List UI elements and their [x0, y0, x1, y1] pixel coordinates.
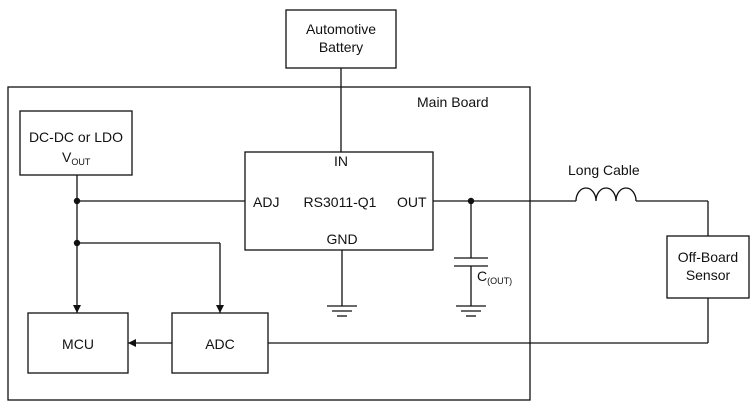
cap-ground-symbol	[456, 305, 486, 317]
battery-label-line2: Battery	[319, 39, 363, 55]
ic-in-pin-label: IN	[334, 153, 348, 169]
supply-box	[19, 110, 133, 176]
ic-adj-pin-label: ADJ	[253, 194, 279, 210]
off-board-sensor-box	[666, 235, 750, 299]
battery-label-line1: Automotive	[306, 21, 376, 37]
automotive-battery-box	[285, 9, 397, 69]
mcu-label: MCU	[62, 336, 94, 352]
sensor-label-line2: Sensor	[686, 267, 731, 283]
regulator-ic-box	[244, 151, 434, 251]
main-board-label: Main Board	[417, 94, 489, 110]
adc-label: ADC	[205, 336, 235, 352]
ic-ground-symbol	[327, 305, 357, 317]
vout-label: VOUT	[62, 149, 91, 167]
ic-part-name: RS3011-Q1	[304, 194, 377, 210]
mcu-box	[27, 312, 129, 374]
cap-label: C(OUT)	[477, 268, 512, 286]
ic-out-pin-label: OUT	[397, 194, 427, 210]
sensor-label-line1: Off-Board	[678, 249, 738, 265]
adc-box	[171, 312, 269, 374]
long-cable-inductor	[575, 187, 637, 202]
long-cable-label: Long Cable	[568, 162, 640, 178]
supply-label: DC-DC or LDO	[29, 129, 123, 145]
adj-junction-dot	[73, 197, 81, 205]
ic-gnd-pin-label: GND	[326, 231, 357, 247]
